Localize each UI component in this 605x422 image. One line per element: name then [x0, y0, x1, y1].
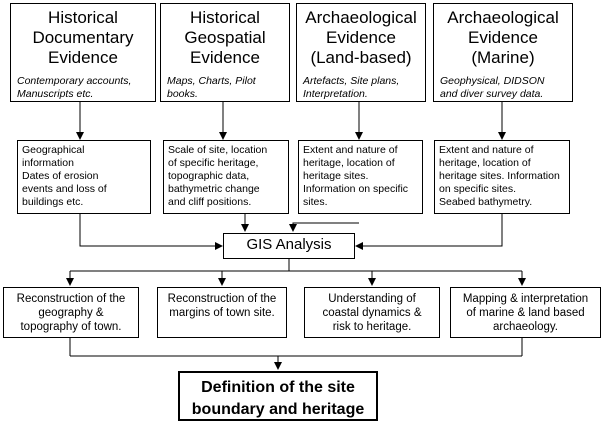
source-detail: Contemporary accounts, Manuscripts etc.: [17, 75, 132, 100]
info-text: Geographical information Dates of erosio…: [22, 144, 107, 208]
info-text: Extent and nature of heritage, location …: [439, 144, 560, 208]
info-text: Extent and nature of heritage, location …: [303, 144, 409, 208]
source-title: Archaeological Evidence (Land-based): [305, 8, 417, 67]
source-detail: Maps, Charts, Pilot books.: [167, 75, 256, 100]
gis-analysis-box: GIS Analysis: [223, 233, 355, 259]
gis-analysis-label: GIS Analysis: [246, 236, 332, 253]
source-detail: Artefacts, Site plans, Interpretation.: [303, 75, 400, 100]
final-box: Definition of the site boundary and heri…: [178, 371, 378, 421]
source-box-geospatial: Historical Geospatial Evidence Maps, Cha…: [160, 3, 290, 102]
info-box-land: Extent and nature of heritage, location …: [298, 140, 423, 214]
source-box-land: Archaeological Evidence (Land-based) Art…: [296, 3, 426, 102]
output-box-mapping: Mapping & interpretation of marine & lan…: [450, 287, 601, 338]
source-title: Archaeological Evidence (Marine): [447, 8, 559, 67]
output-text: Reconstruction of the margins of town si…: [167, 293, 277, 319]
info-box-marine: Extent and nature of heritage, location …: [434, 140, 570, 214]
source-box-marine: Archaeological Evidence (Marine) Geophys…: [433, 3, 573, 102]
output-box-margins: Reconstruction of the margins of town si…: [157, 287, 287, 338]
final-label: Definition of the site boundary and heri…: [191, 379, 365, 418]
info-box-geospatial: Scale of site, location of specific heri…: [163, 140, 289, 214]
info-box-documentary: Geographical information Dates of erosio…: [17, 140, 151, 214]
output-box-coastal: Understanding of coastal dynamics & risk…: [304, 287, 440, 338]
source-box-documentary: Historical Documentary Evidence Contempo…: [10, 3, 156, 102]
source-title: Historical Documentary Evidence: [32, 8, 134, 67]
output-text: Mapping & interpretation of marine & lan…: [462, 293, 589, 333]
output-box-geography: Reconstruction of the geography & topogr…: [3, 287, 139, 338]
source-detail: Geophysical, DIDSON and diver survey dat…: [440, 75, 545, 100]
output-text: Understanding of coastal dynamics & risk…: [322, 293, 422, 333]
output-text: Reconstruction of the geography & topogr…: [16, 293, 126, 333]
source-title: Historical Geospatial Evidence: [184, 8, 266, 67]
info-text: Scale of site, location of specific heri…: [168, 144, 268, 208]
